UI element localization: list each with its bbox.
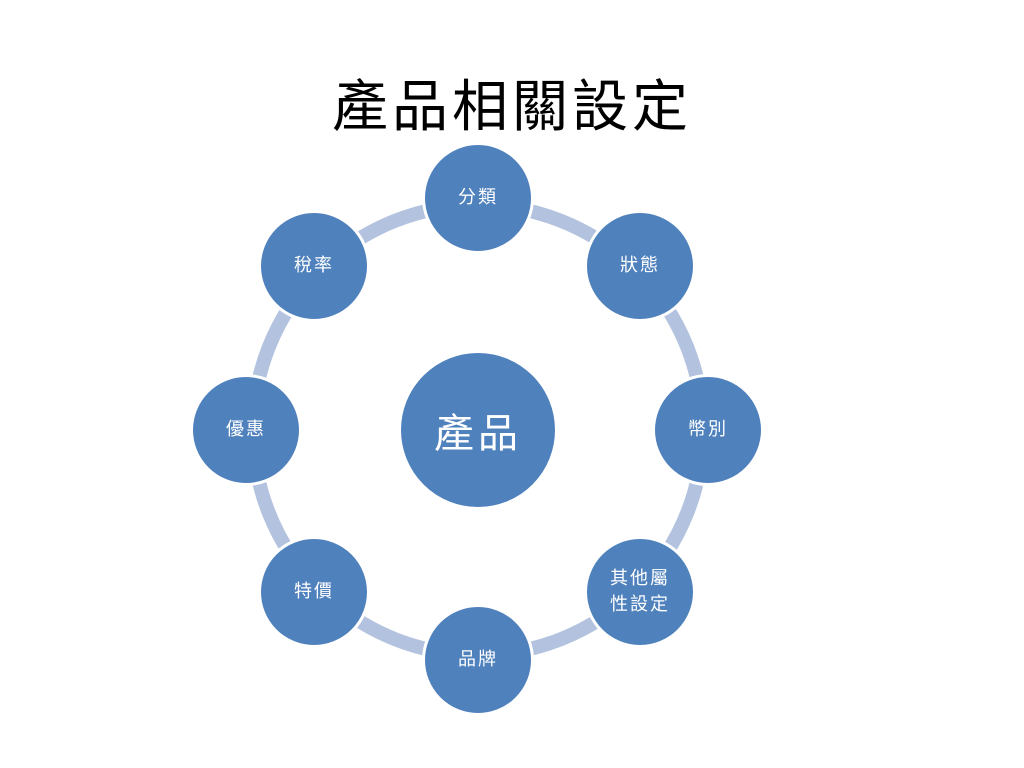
node-special-price: 特價	[258, 536, 370, 648]
node-label: 品牌	[458, 648, 498, 670]
node-label: 幣別	[688, 418, 728, 440]
node-label: 特價	[294, 580, 334, 602]
node-brand: 品牌	[422, 604, 534, 716]
slide-title: 產品相關設定	[332, 75, 692, 140]
node-label: 稅率	[294, 254, 334, 276]
node-status: 狀態	[584, 210, 696, 322]
center-node-label: 產品	[434, 411, 522, 457]
node-label: 分類	[458, 186, 498, 208]
node-other-attributes: 其他屬 性設定	[584, 536, 696, 648]
node-tax-rate: 稅率	[258, 210, 370, 322]
node-label: 優惠	[226, 418, 266, 440]
center-node-product: 產品	[398, 350, 558, 510]
node-currency: 幣別	[652, 374, 764, 486]
node-label: 狀態	[620, 254, 660, 276]
node-label: 其他屬 性設定	[610, 567, 670, 615]
node-discount: 優惠	[190, 374, 302, 486]
node-category: 分類	[422, 142, 534, 254]
